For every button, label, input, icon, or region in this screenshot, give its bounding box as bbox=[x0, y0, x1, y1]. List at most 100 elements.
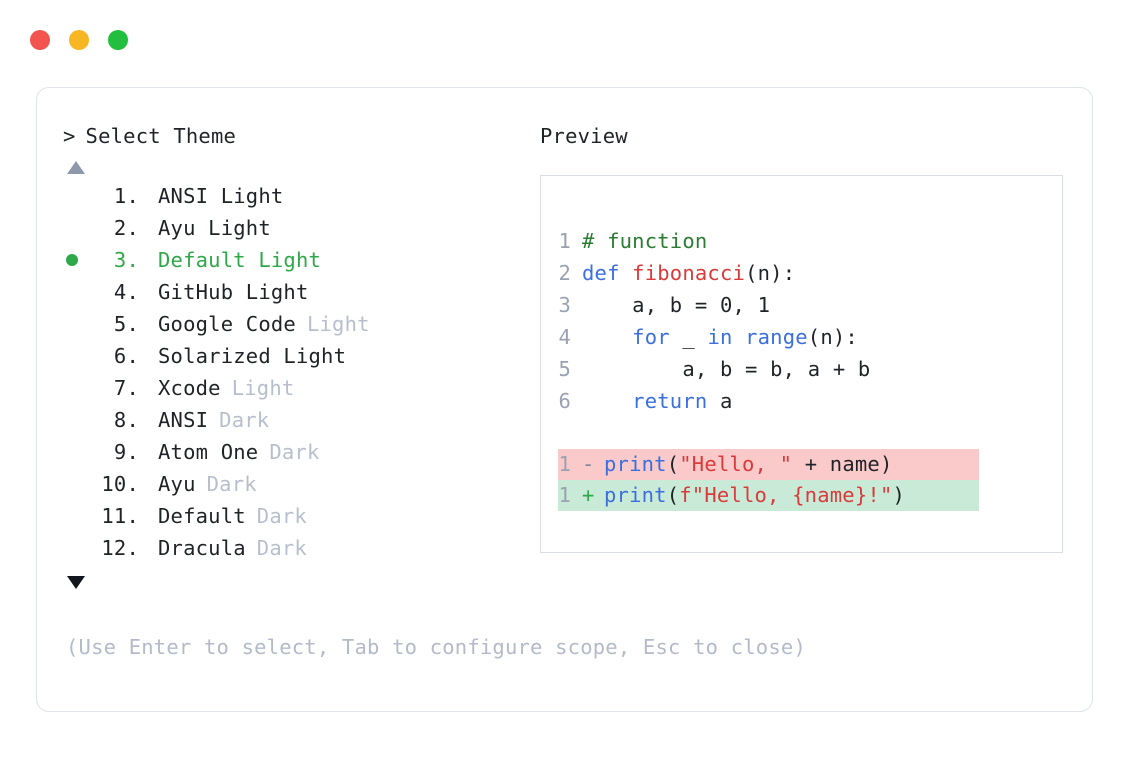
theme-list-item[interactable]: 2. Ayu Light bbox=[63, 212, 537, 244]
code-token: + name) bbox=[792, 452, 893, 476]
theme-item-name: Atom One bbox=[158, 440, 259, 464]
code-token: range bbox=[745, 325, 808, 349]
theme-item-index: 12. bbox=[101, 536, 139, 560]
theme-item-spacer bbox=[139, 436, 158, 468]
diff-plus-icon: + bbox=[582, 483, 595, 507]
theme-item-index: 10. bbox=[101, 472, 139, 496]
theme-item-name: ANSI bbox=[158, 408, 209, 432]
code-token: for bbox=[632, 325, 683, 349]
code-blank-line bbox=[558, 417, 1062, 449]
theme-item-name: GitHub Light bbox=[158, 280, 309, 304]
theme-item-index: 6. bbox=[113, 344, 139, 368]
theme-item-index: 3. bbox=[113, 248, 139, 272]
theme-list-item[interactable]: 1. ANSI Light bbox=[63, 180, 537, 212]
diff-minus-icon: - bbox=[582, 452, 595, 476]
code-token bbox=[582, 321, 632, 353]
theme-item-index: 11. bbox=[101, 504, 139, 528]
code-token: # function bbox=[582, 229, 708, 253]
theme-list-item[interactable]: 6. Solarized Light bbox=[63, 340, 537, 372]
theme-item-name: Default bbox=[158, 504, 246, 528]
theme-list-item[interactable]: 7. Xcode Light bbox=[63, 372, 537, 404]
theme-item-name: Ayu Light bbox=[158, 216, 271, 240]
theme-item-spacer bbox=[139, 308, 158, 340]
code-token: return bbox=[632, 389, 720, 413]
theme-item-variant: Dark bbox=[256, 504, 307, 528]
zoom-button[interactable] bbox=[108, 30, 128, 50]
page-title: Select Theme bbox=[85, 124, 237, 148]
code-token: (n): bbox=[745, 261, 796, 285]
theme-item-index: 4. bbox=[113, 280, 139, 304]
theme-item-spacer bbox=[139, 500, 158, 532]
diff-line-number: 1 bbox=[558, 452, 571, 476]
code-line-number: 5 bbox=[558, 357, 571, 381]
theme-item-spacer bbox=[139, 244, 158, 276]
code-token: print bbox=[604, 483, 667, 507]
theme-item-variant: Light bbox=[306, 312, 370, 336]
code-token: print bbox=[604, 452, 667, 476]
code-token: (n): bbox=[807, 325, 858, 349]
code-line-number: 2 bbox=[558, 261, 571, 285]
theme-list-item[interactable]: 3. Default Light bbox=[63, 244, 537, 276]
theme-item-spacer bbox=[139, 212, 158, 244]
code-line: 6 return a bbox=[558, 385, 1062, 417]
theme-item-spacer bbox=[139, 532, 158, 564]
theme-item-index: 9. bbox=[113, 440, 139, 464]
theme-item-index: 2. bbox=[113, 216, 139, 240]
close-button[interactable] bbox=[30, 30, 50, 50]
selected-bullet-icon bbox=[66, 254, 78, 266]
code-line-number: 3 bbox=[558, 293, 571, 317]
code-token: , bbox=[732, 293, 758, 317]
code-line-number: 1 bbox=[558, 229, 571, 253]
scroll-up-icon[interactable] bbox=[67, 161, 85, 174]
theme-item-variant: Dark bbox=[256, 536, 307, 560]
theme-item-name: Xcode bbox=[158, 376, 221, 400]
theme-item-spacer bbox=[139, 468, 158, 500]
code-token: 0 bbox=[719, 293, 733, 317]
theme-item-name: ANSI Light bbox=[158, 184, 284, 208]
theme-item-spacer bbox=[139, 372, 158, 404]
code-line: 3 a, b = 0, 1 bbox=[558, 289, 1062, 321]
code-token: ) bbox=[892, 483, 906, 507]
code-token: in bbox=[707, 325, 746, 349]
keyboard-hint: (Use Enter to select, Tab to configure s… bbox=[66, 635, 806, 659]
code-token: a bbox=[719, 389, 733, 413]
theme-item-name: Solarized Light bbox=[158, 344, 347, 368]
diff-added-line: 1 + print(f"Hello, {name}!") bbox=[558, 480, 979, 511]
minimize-button[interactable] bbox=[69, 30, 89, 50]
code-line: 5 a, b = b, a + b bbox=[558, 353, 1062, 385]
code-token: f"Hello, {name}!" bbox=[679, 483, 893, 507]
preview-label: Preview bbox=[540, 124, 628, 148]
code-line: 4 for _ in range(n): bbox=[558, 321, 1062, 353]
selection-bullet-slot bbox=[63, 254, 93, 266]
code-token: ( bbox=[666, 483, 680, 507]
diff-line-number: 1 bbox=[558, 483, 571, 507]
scroll-down-icon[interactable] bbox=[67, 576, 85, 589]
theme-list-item[interactable]: 4. GitHub Light bbox=[63, 276, 537, 308]
theme-item-variant: Dark bbox=[206, 472, 257, 496]
code-line-number: 6 bbox=[558, 389, 571, 413]
code-line: 1 # function bbox=[558, 225, 1062, 257]
theme-item-index: 7. bbox=[113, 376, 139, 400]
theme-list-item[interactable]: 9. Atom One Dark bbox=[63, 436, 537, 468]
code-token: fibonacci bbox=[632, 261, 746, 285]
theme-item-name: Google Code bbox=[158, 312, 296, 336]
theme-list-item[interactable]: 11. Default Dark bbox=[63, 500, 537, 532]
theme-item-variant: Dark bbox=[219, 408, 270, 432]
theme-item-variant: Light bbox=[231, 376, 295, 400]
theme-item-index: 1. bbox=[113, 184, 139, 208]
theme-item-spacer bbox=[139, 340, 158, 372]
theme-item-variant: Dark bbox=[269, 440, 320, 464]
prompt-header: > Select Theme bbox=[63, 122, 537, 150]
